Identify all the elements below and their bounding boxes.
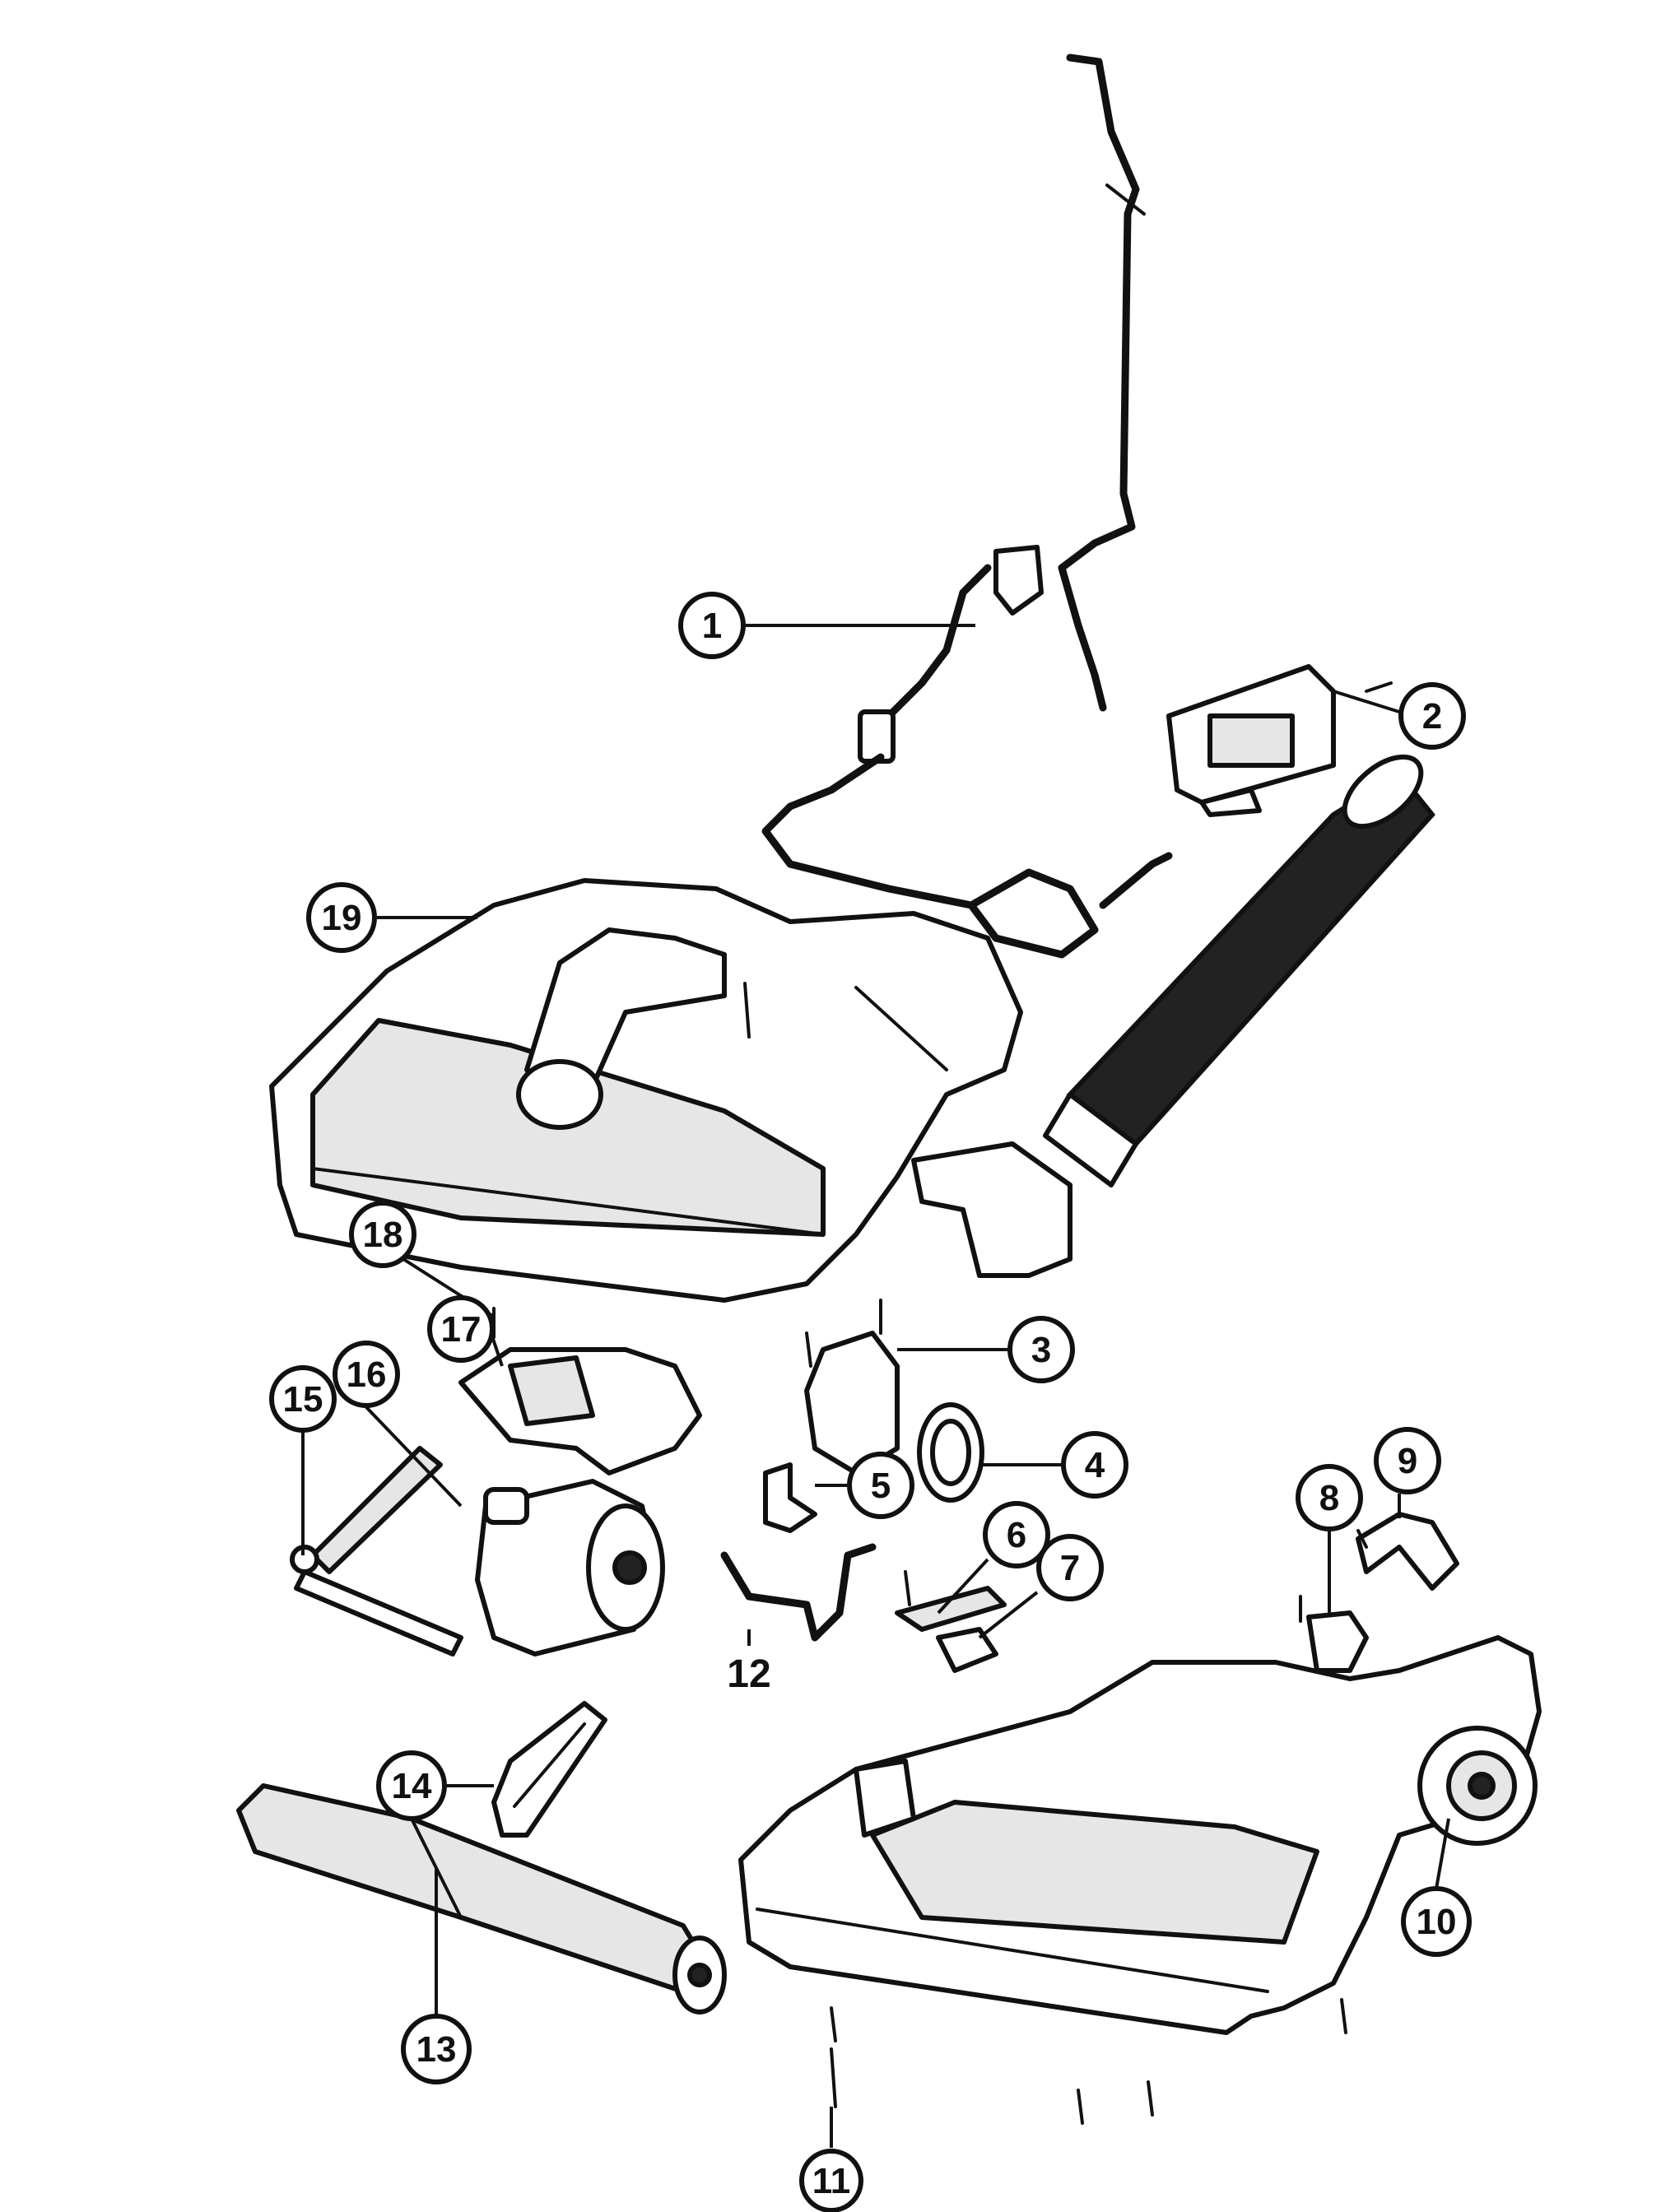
callout-17-label: 17 [441, 1309, 482, 1350]
callout-8: 8 [1296, 1464, 1363, 1531]
callout-13-label: 13 [416, 2029, 457, 2070]
callout-19-label: 19 [322, 898, 362, 938]
part-8-switch [1299, 1595, 1369, 1673]
callout-16: 16 [333, 1341, 400, 1408]
callout-6: 6 [983, 1501, 1050, 1568]
part-1-cord-harness [761, 53, 1173, 959]
callout-3-label: 3 [1031, 1330, 1051, 1370]
part-2-hose-bracket [1166, 664, 1393, 817]
part-7-latch [936, 1627, 998, 1673]
part-14-belt [491, 1701, 607, 1838]
leader-lines [301, 624, 1450, 2148]
part-19-hood-cover [269, 878, 1023, 1303]
callout-5: 5 [847, 1452, 914, 1519]
callout-15-label: 15 [283, 1379, 323, 1420]
callout-7: 7 [1036, 1534, 1104, 1601]
callout-18-label: 18 [363, 1215, 403, 1255]
callout-14: 14 [376, 1750, 447, 1821]
callout-6-label: 6 [1007, 1515, 1026, 1555]
callout-2: 2 [1398, 682, 1466, 750]
callout-11-label: 11 [812, 2161, 851, 2201]
callout-9-label: 9 [1398, 1441, 1417, 1481]
callout-17: 17 [427, 1295, 495, 1363]
callout-13: 13 [401, 2014, 472, 2084]
part-17-motor-cover [458, 1347, 702, 1475]
callout-14-label: 14 [392, 1766, 432, 1806]
callout-18: 18 [349, 1201, 416, 1268]
callout-3: 3 [1007, 1316, 1075, 1383]
callout-10: 10 [1401, 1886, 1472, 1957]
callout-12: 12 [727, 1652, 770, 1696]
part-16-motor [475, 1479, 665, 1657]
callout-10-label: 10 [1417, 1902, 1457, 1942]
callout-5-label: 5 [871, 1466, 891, 1506]
part-15-agitator-rod [290, 1446, 463, 1657]
callout-9: 9 [1374, 1427, 1441, 1494]
part-2-hose [911, 754, 1435, 1278]
callout-4: 4 [1061, 1431, 1128, 1499]
callout-4-label: 4 [1085, 1445, 1105, 1485]
part-5-clip [763, 1462, 817, 1533]
part-12-cable [720, 1543, 877, 1642]
callout-15: 15 [269, 1365, 337, 1433]
part-11-screws [830, 1998, 1347, 2125]
callout-1: 1 [678, 592, 746, 659]
part-3-fan-housing [804, 1299, 900, 1475]
part-9-wheel-bracket [1356, 1512, 1459, 1591]
callout-11: 11 [799, 2149, 863, 2212]
callout-16-label: 16 [347, 1355, 387, 1395]
callout-8-label: 8 [1319, 1478, 1339, 1518]
part-10-base-nozzle [738, 1635, 1542, 2035]
callout-1-label: 1 [702, 606, 722, 646]
part-4-gasket [917, 1402, 984, 1503]
callout-19: 19 [306, 882, 377, 953]
callout-2-label: 2 [1422, 696, 1442, 737]
callout-12-label: 12 [727, 1652, 770, 1696]
part-6-screw [895, 1570, 1007, 1632]
part-13-brush-roll [236, 1783, 727, 2014]
callout-7-label: 7 [1060, 1548, 1080, 1588]
